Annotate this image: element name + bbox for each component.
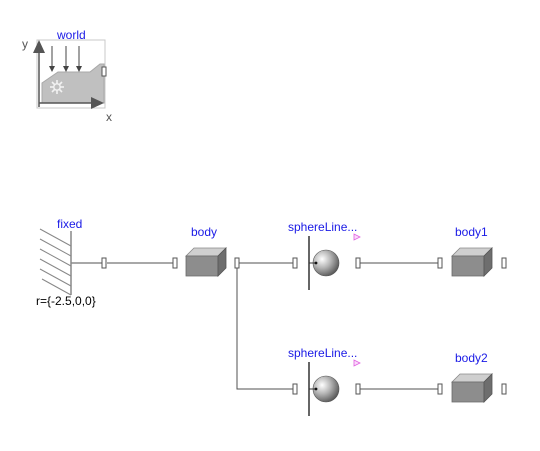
sphere-line-2-frame-a-port[interactable] bbox=[292, 383, 298, 395]
body-label: body bbox=[191, 225, 217, 239]
signal-output-triangle-icon[interactable] bbox=[353, 359, 361, 367]
world-frame-b-port[interactable] bbox=[101, 66, 107, 77]
x-axis-arrow-icon bbox=[91, 97, 104, 109]
world-axes bbox=[38, 50, 98, 107]
gravity-arrows-icon bbox=[49, 46, 82, 72]
body1-box-icon bbox=[451, 247, 493, 277]
fixed-label: fixed bbox=[57, 217, 82, 231]
body1-component[interactable]: body1 bbox=[437, 225, 507, 277]
body-component[interactable]: body bbox=[172, 225, 240, 277]
world-y-axis-label: y bbox=[22, 37, 28, 51]
body2-frame-a-port[interactable] bbox=[437, 383, 443, 395]
fixed-component[interactable]: fixed r={-2.5,0,0} bbox=[36, 217, 107, 308]
connection-body-sphere2[interactable] bbox=[236, 267, 293, 390]
body2-box-icon bbox=[451, 373, 493, 403]
sphere-line-1-contact-dot bbox=[314, 261, 318, 265]
body-box-icon bbox=[185, 247, 227, 277]
body2-frame-b-port[interactable] bbox=[501, 383, 507, 395]
sphere-line-2-label: sphereLine... bbox=[288, 346, 357, 360]
sphere-line-1-frame-b-port[interactable] bbox=[355, 257, 361, 269]
sphere-line-2-frame-b-port[interactable] bbox=[355, 383, 361, 395]
world-component[interactable]: y x world bbox=[22, 28, 112, 124]
fixed-param-r: r={-2.5,0,0} bbox=[36, 294, 96, 308]
connections bbox=[71, 262, 439, 390]
world-label: world bbox=[56, 28, 86, 42]
fixed-hatch bbox=[39, 228, 72, 296]
fixed-frame-b-port[interactable] bbox=[101, 257, 107, 269]
y-axis-arrow-icon bbox=[33, 40, 45, 53]
gear-icon bbox=[50, 80, 64, 94]
sphere-line-1-component[interactable]: sphereLine... bbox=[288, 220, 361, 290]
sphere-line-1-label: sphereLine... bbox=[288, 220, 357, 234]
body-frame-a-port[interactable] bbox=[172, 257, 178, 269]
sphere-line-1-frame-a-port[interactable] bbox=[292, 257, 298, 269]
body2-component[interactable]: body2 bbox=[437, 351, 507, 403]
body2-label: body2 bbox=[455, 351, 488, 365]
body1-frame-a-port[interactable] bbox=[437, 257, 443, 269]
body1-label: body1 bbox=[455, 225, 488, 239]
body1-frame-b-port[interactable] bbox=[501, 257, 507, 269]
world-x-axis-label: x bbox=[106, 110, 112, 124]
body-frame-b-port[interactable] bbox=[234, 257, 240, 269]
sphere-line-2-component[interactable]: sphereLine... bbox=[288, 346, 361, 416]
sphere-line-2-contact-dot bbox=[314, 387, 318, 391]
signal-output-triangle-icon[interactable] bbox=[353, 233, 361, 241]
